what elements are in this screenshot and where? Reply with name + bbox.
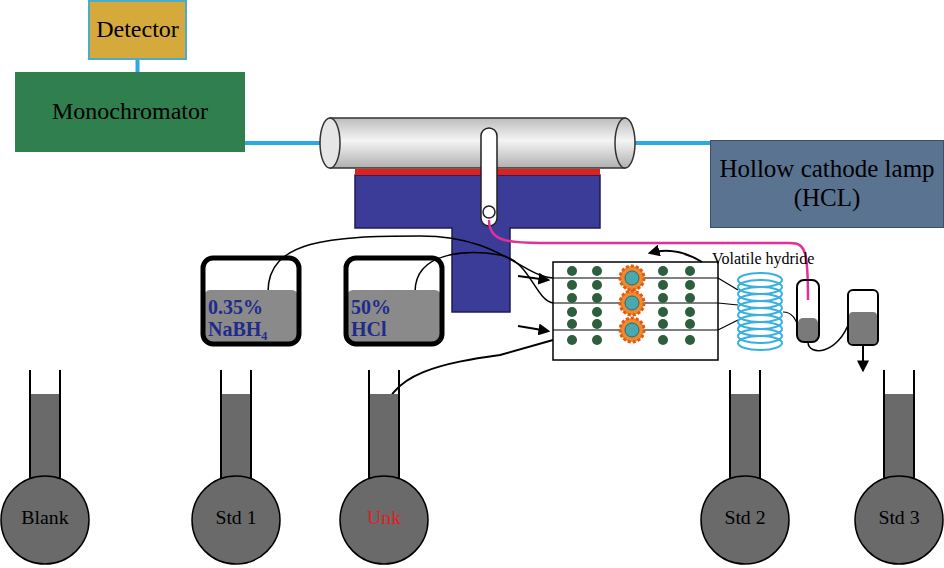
roller-dot [567,293,577,303]
flow-arrow [650,251,702,262]
drain-liquid [849,312,877,344]
tube-end [320,118,340,168]
roller-dot [658,266,668,276]
roller-dot [592,280,602,290]
flask-neck [369,370,399,480]
roller-dot [592,266,602,276]
lamp-box: Hollow cathode lamp (HCL) [710,140,944,228]
roller-dot [658,319,668,329]
reagent-label: 50% HCl [351,296,411,340]
reagent-bottle: 0.35% NaBH₄ [200,255,302,347]
bottle-wall [203,258,299,344]
flow-arrow [518,276,548,280]
roller-dot [685,319,695,329]
roller-dot [592,319,602,329]
sample-tube [384,340,553,420]
reaction-coil [738,273,782,350]
pump-head [620,318,644,342]
heater-strip [355,169,600,175]
standard-flask: Std 3 [853,370,944,566]
pump-gear [620,291,644,315]
drain-vessel [848,290,878,345]
inlet-bulb [483,206,495,218]
pump-hub [625,271,639,285]
roller-dot [685,280,695,290]
roller-dot [567,266,577,276]
pump-hub [625,323,639,337]
detector-box: Detector [88,0,187,60]
box-label: Monochromator [52,98,208,126]
pump-rollers [567,266,695,345]
standard-flask: Std 1 [190,370,282,566]
flask-outline [853,370,944,566]
flask-label: Blank [0,506,91,530]
sample-flask: Unk [338,370,430,566]
flask-outline [338,370,430,566]
roller-dot [567,307,577,317]
reagent-bottle: 50% HCl [343,255,445,347]
separator-liquid [798,318,818,341]
roller-dot [592,307,602,317]
flow-arrow [518,326,548,331]
separator-link [808,320,850,351]
roller-dot [567,319,577,329]
pump-manifold [553,262,718,360]
flask-label: Std 1 [190,506,282,530]
standard-flask: Blank [0,370,91,566]
pump-gear [620,266,644,290]
flask-label: Unk [338,506,430,530]
pump-gear [620,318,644,342]
roller-dot [592,293,602,303]
pump-head [620,291,644,315]
roller-dot [685,266,695,276]
pump-outlet [718,278,738,330]
roller-dot [685,307,695,317]
monochromator-box: Monochromator [15,72,245,152]
roller-dot [658,307,668,317]
flask-label: Std 3 [853,506,944,530]
flask-neck [30,370,60,480]
bottle-wall [346,258,442,344]
bottle-liquid [204,290,298,343]
pump-hub [625,296,639,310]
roller-dot [567,280,577,290]
box-label: Hollow cathode lamp (HCL) [717,155,937,213]
quartz-tube [330,118,625,168]
flow-label: Volatile hydride [712,250,814,268]
box-label: Detector [96,16,179,44]
roller-dot [685,335,695,345]
roller-dot [685,293,695,303]
peristaltic-pumps [620,266,644,342]
drain-arrow [862,345,864,370]
roller-dot [658,335,668,345]
reagent-tube [268,236,553,292]
flask-outline [0,370,91,566]
flask-neck [221,370,251,480]
flask-neck [730,370,760,480]
roller-dot [567,335,577,345]
tube-end [615,118,635,168]
bottle-liquid [347,290,441,343]
flask-neck [884,370,914,480]
light-path [136,60,140,72]
coil-turn [738,336,782,350]
gas-liquid-separator [797,280,819,342]
flask-outline [190,370,282,566]
pump-head [620,266,644,290]
roller-dot [658,293,668,303]
roller-dot [658,280,668,290]
reagent-label: 0.35% NaBH₄ [208,296,298,340]
standard-flask: Std 2 [699,370,791,566]
roller-dot [592,335,602,345]
inlet-tube [481,128,497,226]
flask-label: Std 2 [699,506,791,530]
flask-outline [699,370,791,566]
